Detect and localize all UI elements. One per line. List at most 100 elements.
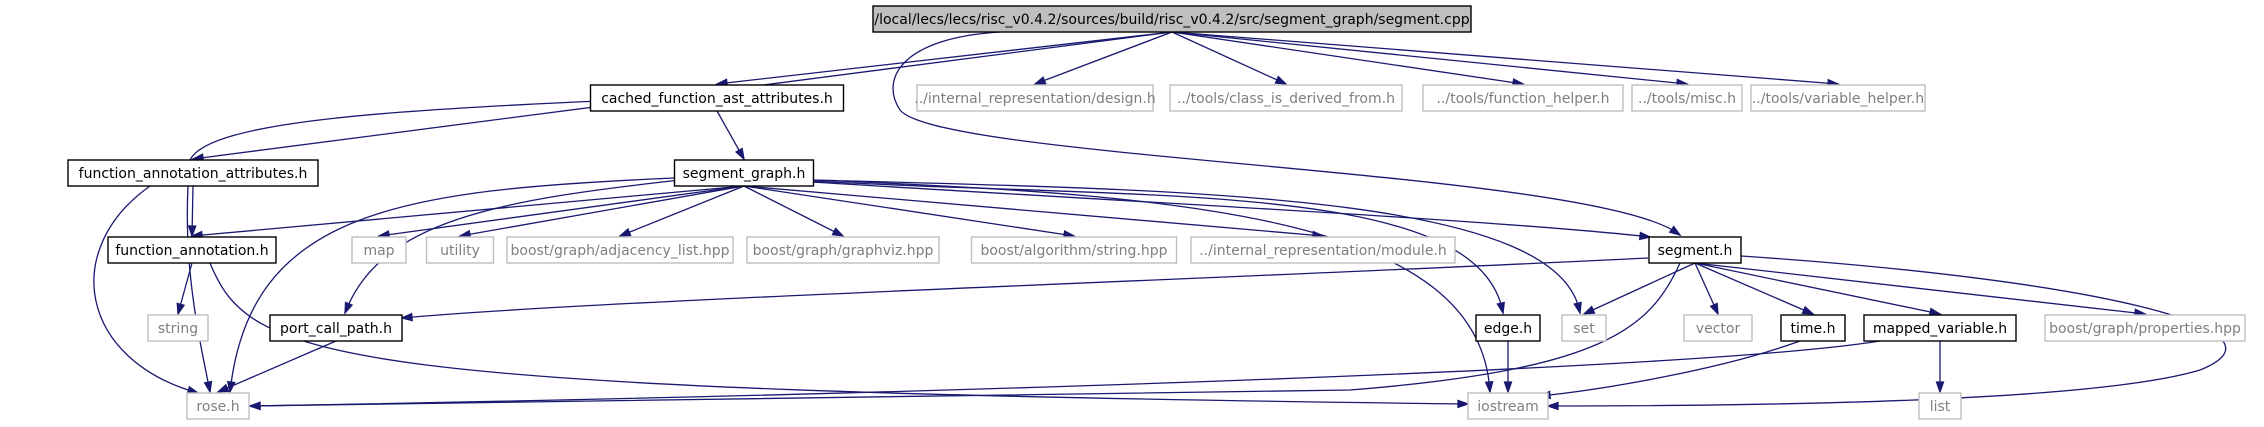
- edge-arrowhead: [734, 147, 745, 161]
- node-label: ../internal_representation/module.h: [1199, 243, 1447, 259]
- node-label: list: [1930, 399, 1951, 415]
- node-funchelper: ../tools/function_helper.h: [1422, 84, 1624, 112]
- node-box: [1467, 392, 1549, 420]
- edge-line: [1583, 262, 1696, 315]
- edge-line: [619, 185, 745, 237]
- edge-line: [1694, 262, 1814, 315]
- node-label: time.h: [1791, 321, 1836, 337]
- node-label: function_annotation.h: [115, 243, 268, 259]
- node-box: [1683, 314, 1753, 342]
- node-faa[interactable]: function_annotation_attributes.h: [67, 159, 319, 187]
- node-mapvar[interactable]: mapped_variable.h: [1863, 314, 2017, 342]
- node-fa[interactable]: function_annotation.h: [107, 236, 277, 264]
- node-label: boost/graph/adjacency_list.hpp: [511, 243, 730, 259]
- node-adjlist: boost/graph/adjacency_list.hpp: [506, 236, 734, 264]
- node-box: [506, 236, 734, 264]
- edge-line: [1171, 31, 1839, 85]
- edge-cfaa-to-sgraph: [716, 110, 745, 161]
- edge-segh-to-set: [1582, 262, 1696, 315]
- edges-layer: [93, 31, 2227, 411]
- edge-line: [743, 185, 1324, 237]
- node-box: [1169, 84, 1403, 112]
- edge-sgraph-to-edge: [811, 180, 1505, 315]
- edge-arrowhead: [400, 312, 413, 322]
- edge-line: [743, 185, 1075, 237]
- edge-sgraph-to-iostream: [811, 179, 1494, 394]
- edge-arrowhead: [1503, 381, 1513, 394]
- edge-line: [811, 181, 1651, 238]
- edge-sgraph-to-utility: [458, 185, 745, 239]
- node-box: [746, 236, 940, 264]
- node-pcp[interactable]: port_call_path.h: [269, 314, 403, 342]
- edge-sgraph-to-segh: [811, 181, 1652, 241]
- node-set: set: [1561, 314, 1607, 342]
- edge-arrowhead: [176, 302, 186, 316]
- node-utility: utility: [425, 236, 495, 264]
- node-box: [1863, 314, 2017, 342]
- node-box: [269, 314, 403, 342]
- edge-line: [249, 340, 1881, 407]
- node-box: [1475, 314, 1541, 342]
- node-box: [186, 392, 250, 420]
- edge-line: [1171, 31, 1287, 85]
- node-iostream: iostream: [1467, 392, 1549, 420]
- edge-line: [743, 185, 844, 237]
- node-label: ../internal_representation/design.h: [914, 91, 1156, 107]
- node-label: ../tools/variable_helper.h: [1752, 91, 1924, 107]
- edge-line: [249, 262, 1681, 407]
- node-label: string: [158, 321, 198, 337]
- node-algostr: boost/algorithm/string.hpp: [970, 236, 1178, 264]
- node-label: rose.h: [196, 399, 239, 415]
- edge-fa-to-string: [176, 262, 193, 316]
- node-label: mapped_variable.h: [1873, 321, 2007, 337]
- edge-line: [191, 185, 745, 237]
- node-graphviz: boost/graph/graphviz.hpp: [746, 236, 940, 264]
- edge-segh-to-vector: [1694, 262, 1719, 316]
- node-label: boost/algorithm/string.hpp: [980, 243, 1167, 259]
- edge-line: [344, 179, 681, 314]
- node-segh[interactable]: segment.h: [1648, 236, 1742, 264]
- node-label: cached_function_ast_attributes.h: [601, 91, 833, 107]
- node-box: [67, 159, 319, 187]
- edge-arrowhead: [187, 225, 197, 238]
- node-root[interactable]: /local/lecs/lecs/risc_v0.4.2/sources/bui…: [872, 5, 1472, 33]
- node-box: [589, 84, 845, 112]
- edge-arrowhead: [618, 227, 632, 237]
- edge-arrowhead: [203, 380, 213, 394]
- node-module: ../internal_representation/module.h: [1190, 236, 1456, 264]
- edge-line: [1034, 31, 1173, 85]
- node-misc: ../tools/misc.h: [1631, 84, 1743, 112]
- node-label: vector: [1696, 321, 1741, 337]
- edge-root-to-misc: [1171, 31, 1689, 88]
- node-time[interactable]: time.h: [1780, 314, 1846, 342]
- node-box: [1918, 392, 1962, 420]
- edge-line: [892, 31, 1681, 236]
- edge-line: [1547, 255, 2227, 407]
- node-label: function_annotation_attributes.h: [79, 166, 308, 182]
- node-box: [351, 236, 407, 264]
- edge-arrowhead: [1484, 381, 1494, 394]
- edge-arrowhead: [1935, 381, 1945, 394]
- edge-segh-to-rose: [248, 262, 1681, 411]
- edge-arrowhead: [1496, 301, 1505, 315]
- edge-segh-to-iostream: [1546, 255, 2227, 411]
- edge-root-to-classderived: [1171, 31, 1288, 85]
- node-box: [1648, 236, 1742, 264]
- edge-arrowhead: [1582, 305, 1596, 315]
- edge-arrowhead: [1546, 401, 1559, 411]
- node-label: ../tools/misc.h: [1638, 91, 1736, 107]
- node-box: [1190, 236, 1456, 264]
- edge-line: [1694, 262, 2146, 315]
- node-edge[interactable]: edge.h: [1475, 314, 1541, 342]
- node-cfaa[interactable]: cached_function_ast_attributes.h: [589, 84, 845, 112]
- node-box: [872, 5, 1472, 33]
- edge-line: [1171, 31, 1688, 85]
- edge-arrowhead: [248, 401, 261, 411]
- edge-root-to-segh: [892, 31, 1682, 237]
- node-label: set: [1573, 321, 1595, 337]
- edge-mapvar-to-list: [1935, 341, 1945, 394]
- node-sgraph[interactable]: segment_graph.h: [673, 159, 815, 187]
- edge-arrowhead: [831, 227, 845, 237]
- node-label: ../tools/class_is_derived_from.h: [1177, 91, 1395, 107]
